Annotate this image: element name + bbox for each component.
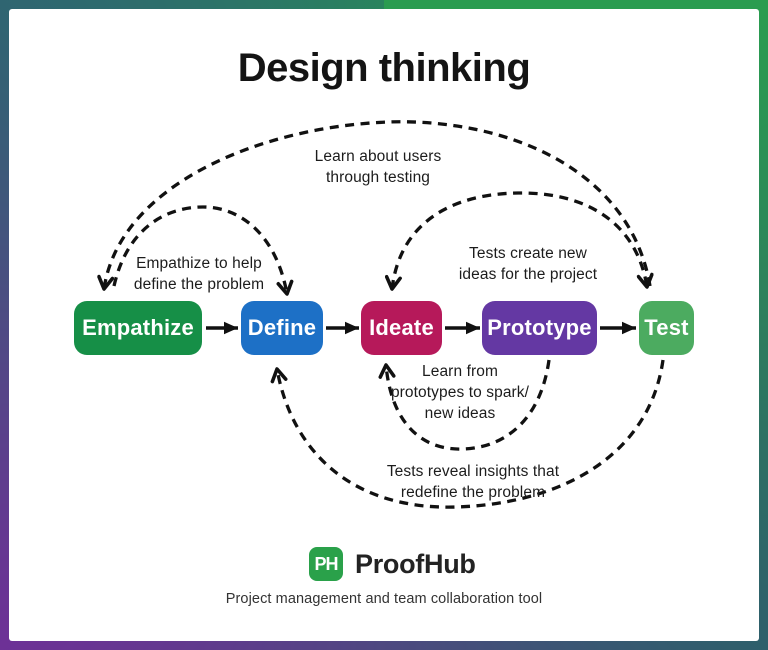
annotation-line: ideas for the project [458, 266, 598, 283]
annotation-empathize-to-help: Empathize to help define the problem [89, 253, 309, 295]
proofhub-logo-icon: PH [309, 547, 343, 581]
proofhub-monogram: PH [314, 553, 338, 574]
stage-test: Test [639, 301, 694, 355]
stage-define-label: Define [247, 315, 317, 340]
diagram-canvas: Design thinking [9, 9, 759, 641]
stage-prototype-label: Prototype [487, 315, 592, 340]
annotation-line: Tests reveal insights that [386, 463, 560, 480]
proofhub-brand-name: ProofHub [355, 548, 476, 579]
annotation-line: Tests create new [469, 245, 587, 262]
annotation-tests-create-new: Tests create new ideas for the project [418, 243, 638, 285]
annotation-line: prototypes to spark/ [390, 384, 530, 401]
annotation-line: redefine the problem [400, 484, 546, 501]
stage-empathize-label: Empathize [82, 315, 194, 340]
stage-empathize: Empathize [74, 301, 202, 355]
stage-prototype: Prototype [482, 301, 597, 355]
stage-ideate-label: Ideate [369, 315, 434, 340]
proofhub-tagline: Project management and team collaboratio… [225, 591, 543, 607]
annotation-tests-reveal-insights: Tests reveal insights that redefine the … [343, 461, 603, 503]
annotation-learn-about-users: Learn about users through testing [268, 146, 488, 188]
annotation-line: Learn from [422, 363, 498, 380]
annotation-learn-from-prototypes: Learn from prototypes to spark/ new idea… [350, 361, 570, 424]
annotation-line: through testing [325, 169, 431, 186]
stage-ideate: Ideate [361, 301, 442, 355]
annotation-line: define the problem [133, 276, 265, 293]
annotation-line: Empathize to help [136, 255, 262, 272]
annotation-line: Learn about users [314, 148, 442, 165]
page-title: Design thinking [237, 46, 531, 90]
stage-define: Define [241, 301, 323, 355]
stage-test-label: Test [644, 315, 689, 340]
annotation-line: new ideas [424, 405, 496, 422]
